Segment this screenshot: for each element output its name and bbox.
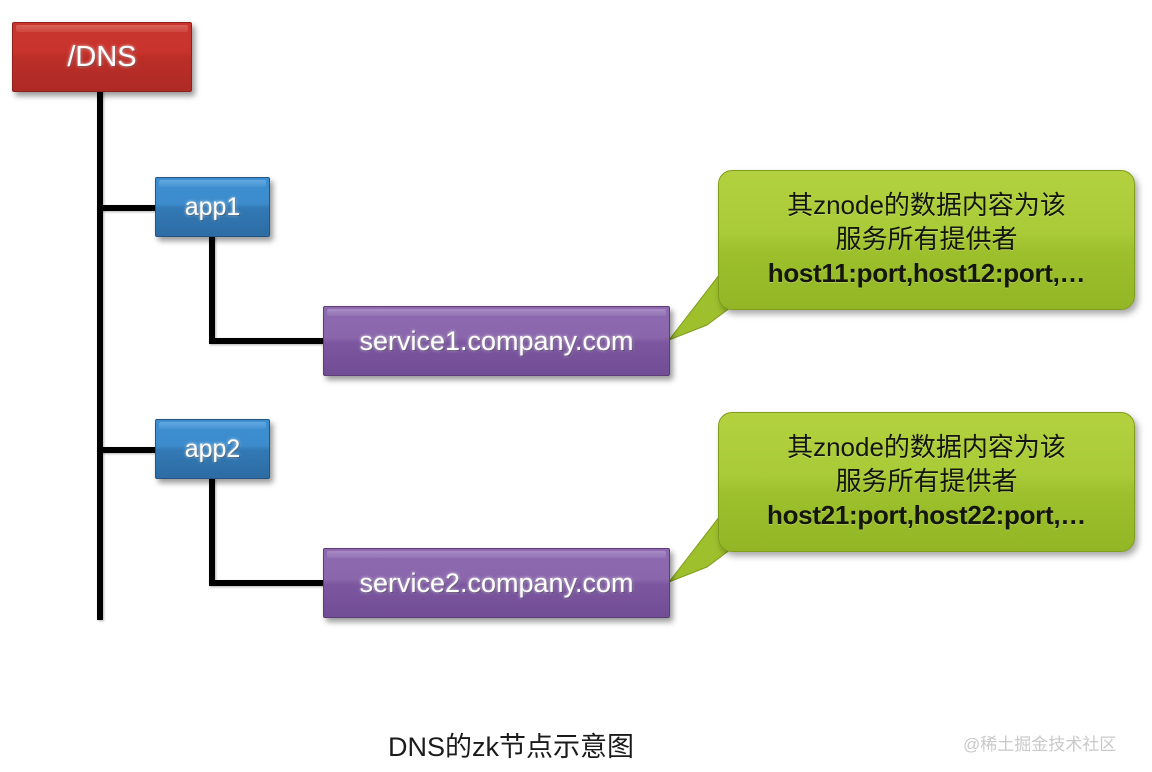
bevel-highlight — [327, 309, 666, 316]
callout-service2-line2: 服务所有提供者 — [835, 466, 1018, 497]
connector-trunk-to-app2 — [97, 447, 157, 453]
watermark: @稀土掘金技术社区 — [963, 735, 1117, 754]
node-app2[interactable]: app2 — [155, 419, 270, 479]
connector-trunk-to-app1 — [97, 205, 157, 211]
diagram-caption: DNS的zk节点示意图 — [388, 732, 635, 762]
connector-app1-to-service1-vertical — [209, 236, 215, 342]
node-service1-label: service1.company.com — [359, 325, 634, 356]
bevel-highlight — [159, 180, 266, 187]
bevel-highlight — [159, 422, 266, 429]
callout-service1: 其znode的数据内容为该 服务所有提供者 host11:port,host12… — [718, 170, 1135, 310]
callout-service1-line1: 其znode的数据内容为该 — [787, 190, 1066, 221]
callout-service2-line3: host21:port,host22:port,… — [767, 499, 1086, 530]
node-app2-label: app2 — [184, 434, 241, 463]
connector-app2-to-service2-horizontal — [209, 580, 327, 586]
bevel-highlight — [16, 25, 188, 32]
connector-trunk — [97, 90, 103, 620]
callout-service1-line3: host11:port,host12:port,… — [767, 257, 1086, 288]
node-root-dns[interactable]: /DNS — [12, 22, 192, 92]
connector-app2-to-service2-vertical — [209, 478, 215, 584]
node-service1[interactable]: service1.company.com — [323, 306, 670, 376]
callout-service2: 其znode的数据内容为该 服务所有提供者 host21:port,host22… — [718, 412, 1135, 552]
connector-app1-to-service1-horizontal — [209, 338, 327, 344]
bevel-highlight — [327, 551, 666, 558]
node-service2-label: service2.company.com — [359, 567, 634, 598]
node-root-dns-label: /DNS — [67, 40, 137, 73]
node-app1-label: app1 — [184, 192, 241, 221]
node-app1[interactable]: app1 — [155, 177, 270, 237]
callout-service1-line2: 服务所有提供者 — [835, 224, 1018, 255]
node-service2[interactable]: service2.company.com — [323, 548, 670, 618]
callout-service2-line1: 其znode的数据内容为该 — [787, 432, 1066, 463]
